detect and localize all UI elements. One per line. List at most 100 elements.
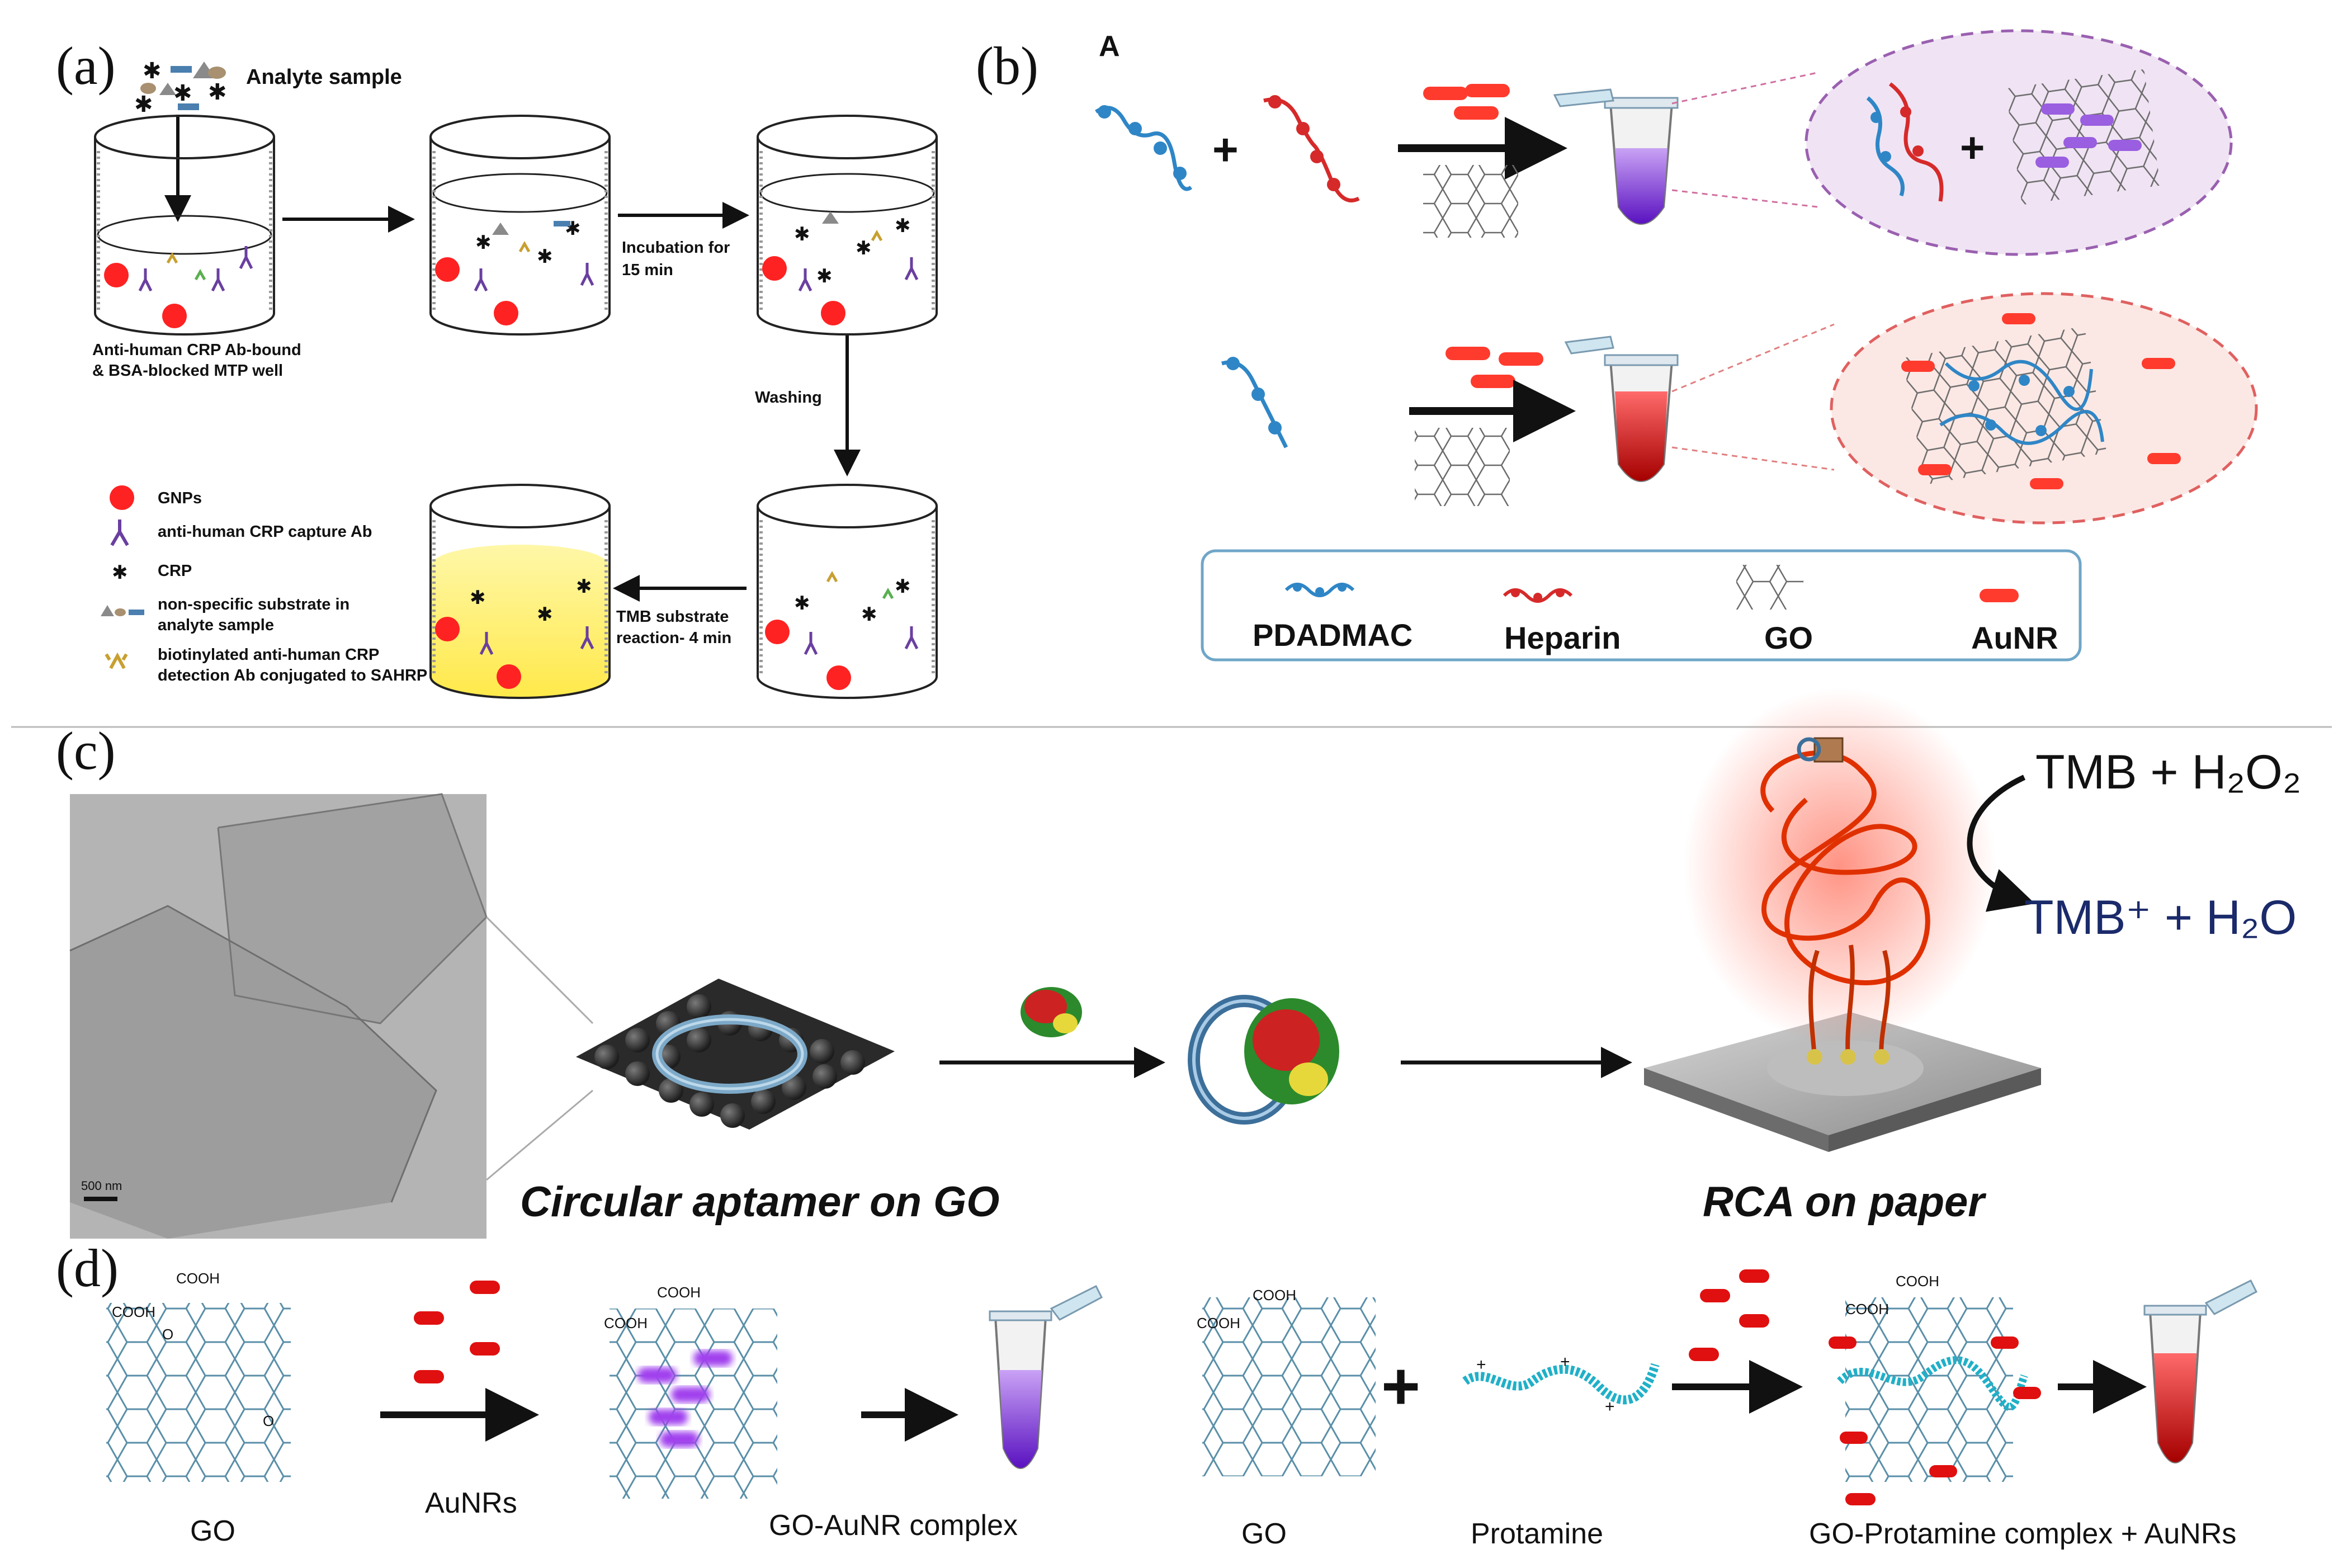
panel-label-c: (c)	[56, 721, 116, 781]
svg-text:✱: ✱	[794, 593, 810, 614]
scale-bar-label: 500 nm	[81, 1179, 122, 1193]
aunr-loose	[1845, 1493, 1876, 1505]
detection-ab-icon	[105, 652, 128, 669]
tem-image: 500 nm	[69, 793, 488, 1239]
tube-purple-top	[1553, 88, 1679, 225]
well-5-yellow: ✱ ✱ ✱	[429, 484, 611, 699]
legend-nonspecific-1: non-specific substrate in	[158, 596, 349, 613]
svg-text:+: +	[1605, 1397, 1615, 1416]
nonspecific-icon	[101, 605, 144, 616]
rca-paper	[1644, 688, 2041, 1152]
go-right-label: GO	[1241, 1518, 1287, 1550]
legend-nonspecific-2: analyte sample	[158, 616, 274, 634]
well-1	[94, 115, 275, 336]
aptamer-bound-protein	[1188, 995, 1339, 1125]
svg-text:✱: ✱	[134, 92, 153, 117]
svg-text:✱: ✱	[856, 238, 872, 259]
svg-text:COOH: COOH	[1845, 1301, 1889, 1317]
svg-text:✱: ✱	[895, 215, 911, 237]
plus-icon-d: +	[1381, 1349, 1420, 1424]
gnps-icon	[110, 485, 134, 510]
analyte-sample-icon: ✱ ✱ ✱ ✱	[134, 59, 227, 117]
heparin-legend-icon	[1503, 588, 1573, 603]
legend-pdadmac: PDADMAC	[1253, 617, 1413, 653]
svg-text:COOH: COOH	[657, 1284, 701, 1301]
svg-text:+: +	[1960, 124, 1985, 172]
well-caption-2: & BSA-blocked MTP well	[92, 362, 283, 380]
legend-capture-ab: anti-human CRP capture Ab	[158, 523, 372, 541]
go-aunr-structure: COOH COOH	[604, 1284, 777, 1499]
panel-label-a: (a)	[56, 36, 116, 96]
legend-heparin: Heparin	[1504, 620, 1621, 655]
tmb-label-1: TMB substrate	[616, 608, 729, 626]
well-2: ✱ ✱ ✱	[429, 115, 611, 336]
cooh-label-2: COOH	[112, 1303, 155, 1320]
go-sheet-top	[1423, 165, 1518, 238]
crp-icon: ✱	[112, 562, 128, 583]
svg-text:COOH: COOH	[604, 1315, 648, 1331]
well-3: ✱ ✱ ✱ ✱	[757, 115, 938, 336]
svg-text:✱: ✱	[143, 59, 162, 83]
aunr-group-top	[1423, 84, 1510, 120]
tube-red-bottom	[1564, 336, 1679, 482]
svg-text:✱: ✱	[470, 587, 486, 608]
svg-text:✱: ✱	[576, 576, 592, 597]
svg-text:✱: ✱	[208, 80, 227, 105]
reaction-bottom: TMB⁺ + H₂O	[2024, 891, 2297, 944]
go-aunr-complex-label: GO-AuNR complex	[769, 1509, 1018, 1542]
svg-text:✱: ✱	[794, 224, 810, 245]
legend-detection-2: detection Ab conjugated to SAHRP	[158, 667, 427, 684]
svg-text:+: +	[1560, 1353, 1570, 1371]
pdadmac-legend-icon	[1284, 583, 1355, 597]
reaction-top: TMB + H₂O₂	[2035, 745, 2301, 799]
svg-text:O: O	[162, 1326, 173, 1343]
protamine-chain: + + +	[1462, 1353, 1660, 1416]
reaction-arrow	[1967, 774, 2035, 912]
panel-label-b: (b)	[976, 36, 1038, 96]
tube-purple-d	[989, 1284, 1103, 1469]
aunr-group-bottom	[1446, 347, 1543, 388]
aunr-legend-icon	[1980, 589, 2019, 602]
legend-go: GO	[1764, 620, 1813, 655]
protamine-label: Protamine	[1471, 1518, 1603, 1550]
antibody-icon	[110, 519, 129, 546]
go-sphere-lattice	[576, 979, 895, 1130]
go-structure-right: COOH COOH	[1197, 1287, 1376, 1476]
red-zoom-ellipse	[1830, 292, 2258, 525]
svg-text:✱: ✱	[537, 246, 553, 267]
svg-text:COOH: COOH	[1896, 1273, 1939, 1290]
svg-text:COOH: COOH	[1197, 1315, 1240, 1331]
well-caption-1: Anti-human CRP Ab-bound	[92, 341, 301, 359]
legend-crp: CRP	[158, 562, 192, 580]
go-legend-icon	[1736, 565, 1803, 610]
purple-zoom-ellipse: +	[1805, 29, 2233, 256]
svg-text:✱: ✱	[861, 604, 877, 625]
go-protamine-complex-label: GO-Protamine complex + AuNRs	[1809, 1518, 2236, 1550]
svg-text:✱: ✱	[173, 81, 192, 106]
tube-red-d	[2143, 1279, 2257, 1463]
legend-detection-1: biotinylated anti-human CRP	[158, 646, 379, 664]
well-4: ✱ ✱ ✱	[757, 484, 938, 699]
analyte-sample-label: Analyte sample	[246, 65, 402, 89]
svg-text:✱: ✱	[816, 266, 833, 287]
svg-text:✱: ✱	[475, 232, 492, 253]
go-left-label: GO	[190, 1515, 235, 1547]
svg-text:+: +	[1476, 1356, 1486, 1374]
legend-aunr: AuNR	[1971, 620, 2058, 655]
go-sheet-bottom	[1415, 428, 1510, 506]
protein-blob-small	[1021, 987, 1082, 1037]
svg-text:COOH: COOH	[1253, 1287, 1296, 1303]
circular-aptamer-label: Circular aptamer on GO	[520, 1178, 999, 1226]
incubation-label-2: 15 min	[622, 261, 673, 279]
svg-text:✱: ✱	[895, 576, 911, 597]
svg-text:✱: ✱	[537, 604, 553, 625]
legend-a: GNPs anti-human CRP capture Ab ✱ CRP non…	[101, 485, 427, 684]
rca-on-paper-label: RCA on paper	[1703, 1178, 1987, 1226]
panel-c: (c) 500 nm Circular aptamer on	[56, 688, 2301, 1239]
panel-b: (b) A +	[976, 29, 2258, 662]
panel-a: (a) ✱ ✱ ✱ ✱ Analyte sample	[56, 36, 938, 699]
cooh-label-1: COOH	[176, 1270, 220, 1287]
legend-gnps: GNPs	[158, 489, 202, 507]
panel-d: (d) COOH COOH O O GO AuNRs COOH COOH	[56, 1238, 2257, 1550]
